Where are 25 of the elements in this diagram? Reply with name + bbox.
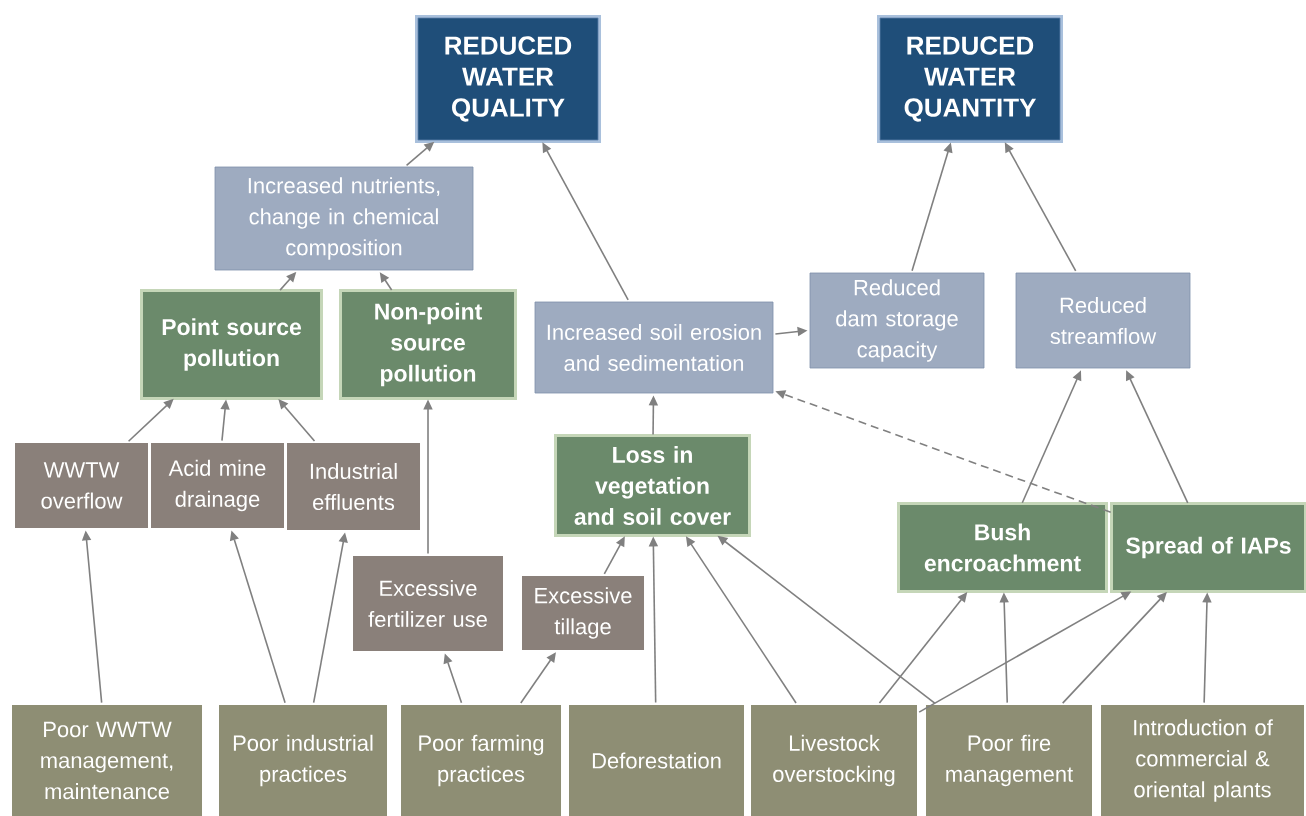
- cause-box: Livestock overstocking: [751, 705, 917, 816]
- pressure-box: WWTW overflow: [15, 443, 148, 528]
- cause-box: Introduction of commercial & oriental plants: [1101, 705, 1304, 816]
- outcome-box: REDUCED WATER QUANTITY: [877, 15, 1063, 143]
- cause-box: Poor farming practices: [401, 705, 561, 816]
- pressure-box: Excessive tillage: [522, 576, 644, 650]
- cause-box: Poor industrial practices: [219, 705, 387, 816]
- driver-box: Bush encroachment: [897, 502, 1108, 593]
- cause-box: Poor WWTW management, maintenance: [12, 705, 202, 816]
- pressure-box: Acid mine drainage: [151, 443, 284, 528]
- effect-box: Increased soil erosion and sedimentation: [534, 301, 774, 394]
- effect-box: Reduced dam storage capacity: [809, 272, 985, 369]
- driver-box: Point source pollution: [140, 289, 323, 400]
- effect-box: Reduced streamflow: [1015, 272, 1191, 369]
- arrow: [520, 652, 556, 704]
- pressure-box: Excessive fertilizer use: [353, 556, 503, 651]
- pressure-box: Industrial effluents: [287, 443, 420, 530]
- cause-box: Poor fire management: [926, 705, 1092, 816]
- cause-box: Deforestation: [569, 705, 744, 816]
- arrow: [278, 399, 316, 442]
- driver-box: Spread of IAPs: [1110, 502, 1306, 593]
- outcome-box: REDUCED WATER QUALITY: [415, 15, 601, 143]
- driver-box: Loss in vegetation and soil cover: [554, 434, 751, 537]
- effect-box: Increased nutrients, change in chemical composition: [214, 166, 474, 271]
- driver-box: Non-point source pollution: [339, 289, 517, 400]
